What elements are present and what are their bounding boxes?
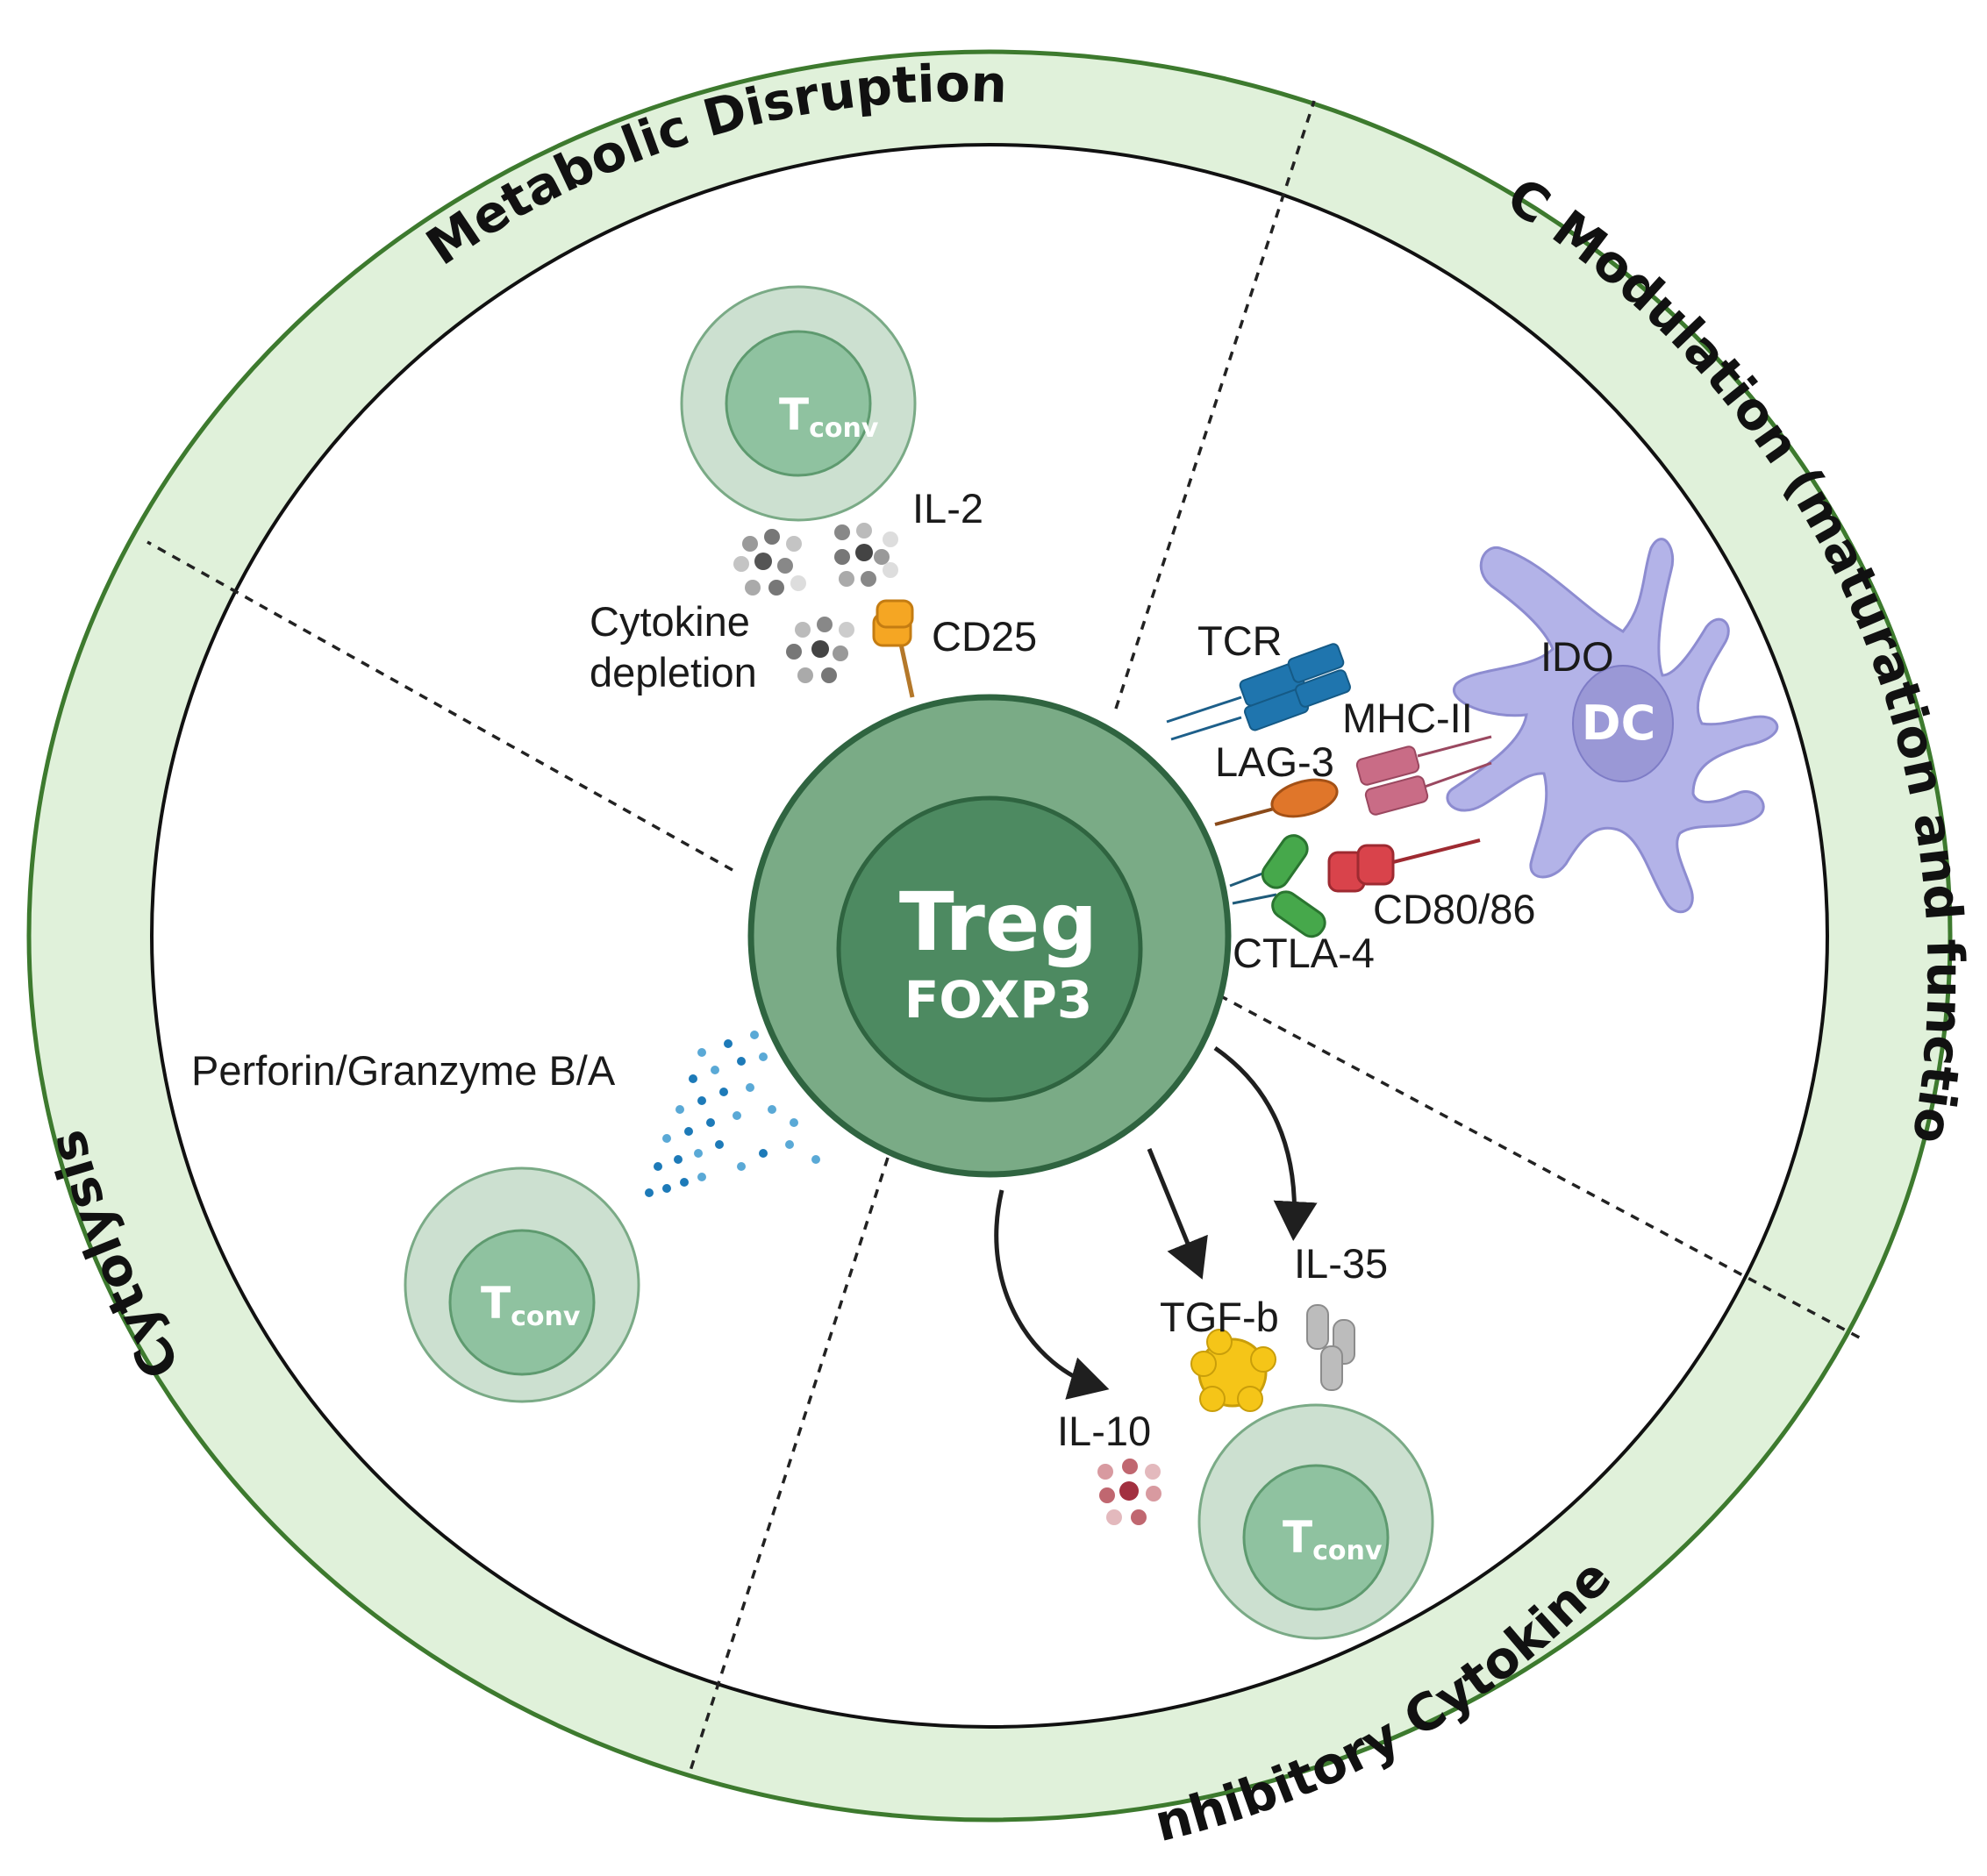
ctla4-label: CTLA-4 bbox=[1233, 930, 1375, 976]
secretion-arrows bbox=[994, 1045, 1318, 1400]
cytokine-depletion-label-1: Cytokine bbox=[590, 598, 750, 645]
il10-label: IL-10 bbox=[1057, 1408, 1151, 1454]
mhc2-receptor bbox=[1355, 735, 1492, 816]
cd8086-label: CD80/86 bbox=[1373, 886, 1536, 932]
il35-label: IL-35 bbox=[1294, 1240, 1388, 1287]
tcr-receptor bbox=[1166, 643, 1351, 741]
cytokine-depletion-label-2: depletion bbox=[590, 649, 757, 695]
mhc2-label: MHC-II bbox=[1342, 695, 1473, 741]
tconv-label: Tconv bbox=[1283, 1512, 1383, 1566]
dendritic-cell: DC IDO bbox=[1446, 538, 1779, 914]
tconv-cell-bottom: Tconv bbox=[1197, 1403, 1434, 1640]
il2-cytokine-clusters bbox=[733, 523, 898, 683]
il2-label: IL-2 bbox=[912, 485, 983, 531]
tconv-cell-left: Tconv bbox=[404, 1166, 640, 1403]
perforin-granzyme-particles bbox=[645, 1031, 820, 1197]
il35-molecule bbox=[1306, 1304, 1355, 1391]
tgfb-label: TGF-b bbox=[1160, 1294, 1279, 1340]
cd25-receptor bbox=[872, 599, 915, 698]
cd25-label: CD25 bbox=[932, 613, 1037, 660]
section-dividers bbox=[147, 100, 1865, 1777]
tgfb-molecule bbox=[1190, 1329, 1276, 1412]
tconv-cell-top: Tconv bbox=[680, 285, 917, 522]
cd8086-receptor bbox=[1327, 838, 1481, 893]
treg-cell: Treg FOXP3 bbox=[747, 694, 1232, 1178]
tcr-label: TCR bbox=[1197, 617, 1283, 664]
lag3-receptor bbox=[1214, 778, 1339, 826]
lag3-label: LAG-3 bbox=[1215, 738, 1334, 785]
ctla4-receptor bbox=[1229, 834, 1326, 938]
tconv-label: Tconv bbox=[481, 1278, 581, 1332]
il10-molecule bbox=[1097, 1459, 1161, 1525]
perforin-granzyme-label: Perforin/Granzyme B/A bbox=[191, 1047, 616, 1094]
tconv-label: Tconv bbox=[779, 389, 879, 444]
treg-name: Treg bbox=[899, 875, 1097, 969]
dc-label: DC bbox=[1582, 695, 1655, 751]
foxp3-label: FOXP3 bbox=[904, 970, 1092, 1030]
ido-label: IDO bbox=[1540, 633, 1614, 680]
